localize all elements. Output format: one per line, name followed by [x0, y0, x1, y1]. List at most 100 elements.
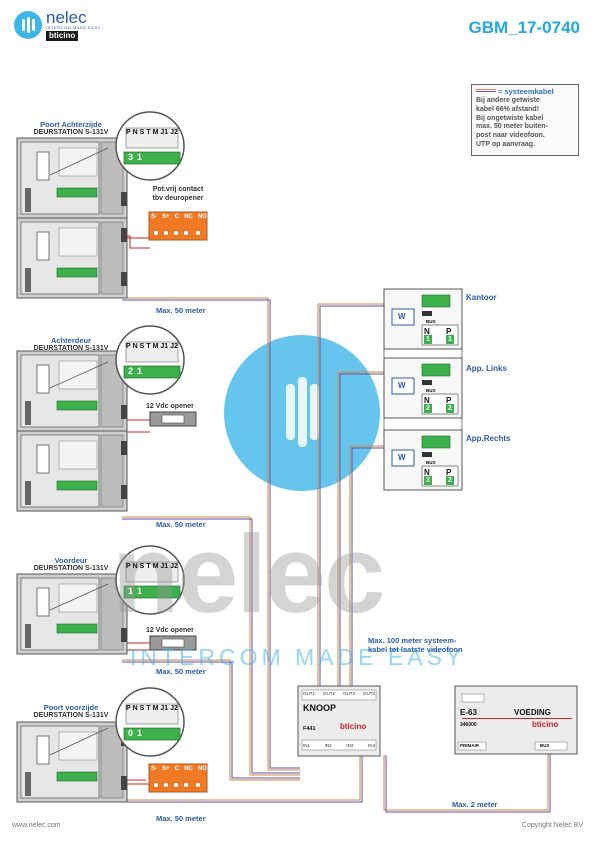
terminal-label: T [146, 563, 151, 570]
contact-label: C [174, 214, 180, 220]
knoop-out: OUT3 [342, 691, 355, 696]
terminal-value: 1 [137, 152, 143, 162]
terminal-label: J2 [170, 343, 178, 350]
distance-label-3: Max. 50 meter [156, 667, 206, 676]
station-unit-2-top [16, 350, 128, 432]
distance-label-2: Max. 50 meter [156, 520, 206, 529]
terminal-label: J2 [170, 705, 178, 712]
zoom-circle-4 [115, 687, 185, 757]
cable-legend: = systeemkabel Bij andere getwiste kabel… [471, 84, 579, 156]
terminal-label: S [139, 563, 145, 570]
knoop-in: IN2 [324, 743, 332, 748]
station-title: Poort voorzijde [43, 703, 99, 712]
videophone-n-label: N [424, 468, 430, 477]
legend-text: Bij andere getwiste kabel 66% afstand! B… [476, 97, 548, 148]
knoop-code: F441 [303, 726, 316, 732]
videophone-n-value: 3 [426, 477, 430, 484]
terminal-label: P [126, 705, 131, 712]
station-subtitle: DEURSTATION S-131V [33, 345, 109, 352]
terminal-label: S [139, 129, 145, 136]
knoop-out: OUT4 [362, 691, 375, 696]
footer-copyright: Copyright Nelec BV [521, 822, 583, 829]
contact-labels-1: S- S+ C NC NO [151, 214, 207, 220]
supply-art: 346000 [460, 722, 477, 728]
terminal-label: M [152, 705, 159, 712]
terminal-label: P [126, 129, 131, 136]
footer-website: www.nelec.com [12, 822, 61, 829]
contact-label: NO [197, 766, 207, 772]
station-header-1: Poort Achterzijde DEURSTATION S-131V [8, 120, 134, 136]
room-app-rechts: App.Rechts [466, 434, 511, 443]
videophone-n-value: 2 [426, 405, 430, 412]
watermark-word: nelec [112, 513, 385, 636]
brand-logo-icon [14, 11, 42, 39]
terminal-label: J2 [170, 129, 178, 136]
supply-device [454, 685, 578, 755]
contact-label: S- [151, 766, 157, 772]
terminal-value: 2 [128, 366, 134, 376]
videophone-p-label: P [446, 327, 452, 336]
legend-title: = systeemkabel [476, 87, 574, 96]
contact-label: C [174, 766, 180, 772]
terminal-label: P [126, 343, 131, 350]
station-subtitle: DEURSTATION S-131V [33, 129, 109, 136]
terminal-value: 0 [128, 728, 134, 738]
contact-label: S+ [162, 214, 170, 220]
station-title: Poort Achterzijde [40, 120, 102, 129]
watermark-tagline: INTERCOM MADE EASY [130, 644, 466, 670]
brand-sub: bticino [46, 31, 79, 41]
terminal-value: 1 [137, 586, 143, 596]
terminal-label: J1 [160, 343, 169, 350]
station-unit-1-bottom [16, 217, 128, 299]
supply-bus: BUS [540, 743, 550, 748]
knoop-in: IN3 [346, 743, 354, 748]
terminal-label: P [126, 563, 131, 570]
opener-label-1: 12 Vdc opener [146, 403, 194, 410]
contact-label: NO [197, 214, 207, 220]
videophone-p-value: 2 [448, 477, 452, 484]
videophone-w-label: W [398, 312, 406, 321]
distance-label-100: Max. 100 meter systeem- kabel tot laatst… [368, 636, 463, 654]
station-title: Voordeur [54, 556, 88, 565]
knoop-out: OUT2 [322, 691, 335, 696]
opener-2 [149, 635, 197, 651]
room-kantoor: Kantoor [466, 293, 497, 302]
terminal-label: J2 [170, 563, 178, 570]
knoop-in: IN1 [303, 743, 311, 748]
distance-label-1: Max. 50 meter [156, 306, 206, 315]
terminal-label: M [152, 563, 159, 570]
terminal-label: T [146, 705, 151, 712]
brand-name: nelec [46, 8, 87, 27]
station-header-3: Voordeur DEURSTATION S-131V [8, 556, 134, 572]
videophone-p-label: P [446, 468, 452, 477]
supply-title: VOEDING [514, 708, 551, 717]
contact-label: S+ [162, 766, 170, 772]
videophone-p-value: 2 [448, 405, 452, 412]
opener-label-2: 12 Vdc opener [146, 627, 194, 634]
terminal-value: 1 [128, 586, 134, 596]
station-unit-3 [16, 573, 128, 655]
terminal-label: S [139, 343, 145, 350]
terminal-label: J1 [160, 705, 169, 712]
contact-labels-2: S- S+ C NC NO [151, 766, 207, 772]
knoop-ins: IN1 IN2 IN3 IN4 [303, 743, 375, 748]
supply-primair: PRIMAIR [460, 743, 479, 748]
station-subtitle: DEURSTATION S-131V [33, 565, 109, 572]
videophone-n-label: N [424, 327, 430, 336]
brand-tagline: INTERCOM MADE EASY [46, 25, 101, 30]
terminal-value: 1 [137, 728, 143, 738]
terminal-label: J1 [160, 129, 169, 136]
terminal-label: T [146, 343, 151, 350]
knoop-brand: bticino [340, 722, 367, 731]
supply-brand: bticino [532, 720, 559, 729]
distance-label-4: Max. 50 meter [156, 814, 206, 823]
knoop-title: KNOOP [303, 703, 337, 713]
videophone-w-label: W [398, 453, 406, 462]
